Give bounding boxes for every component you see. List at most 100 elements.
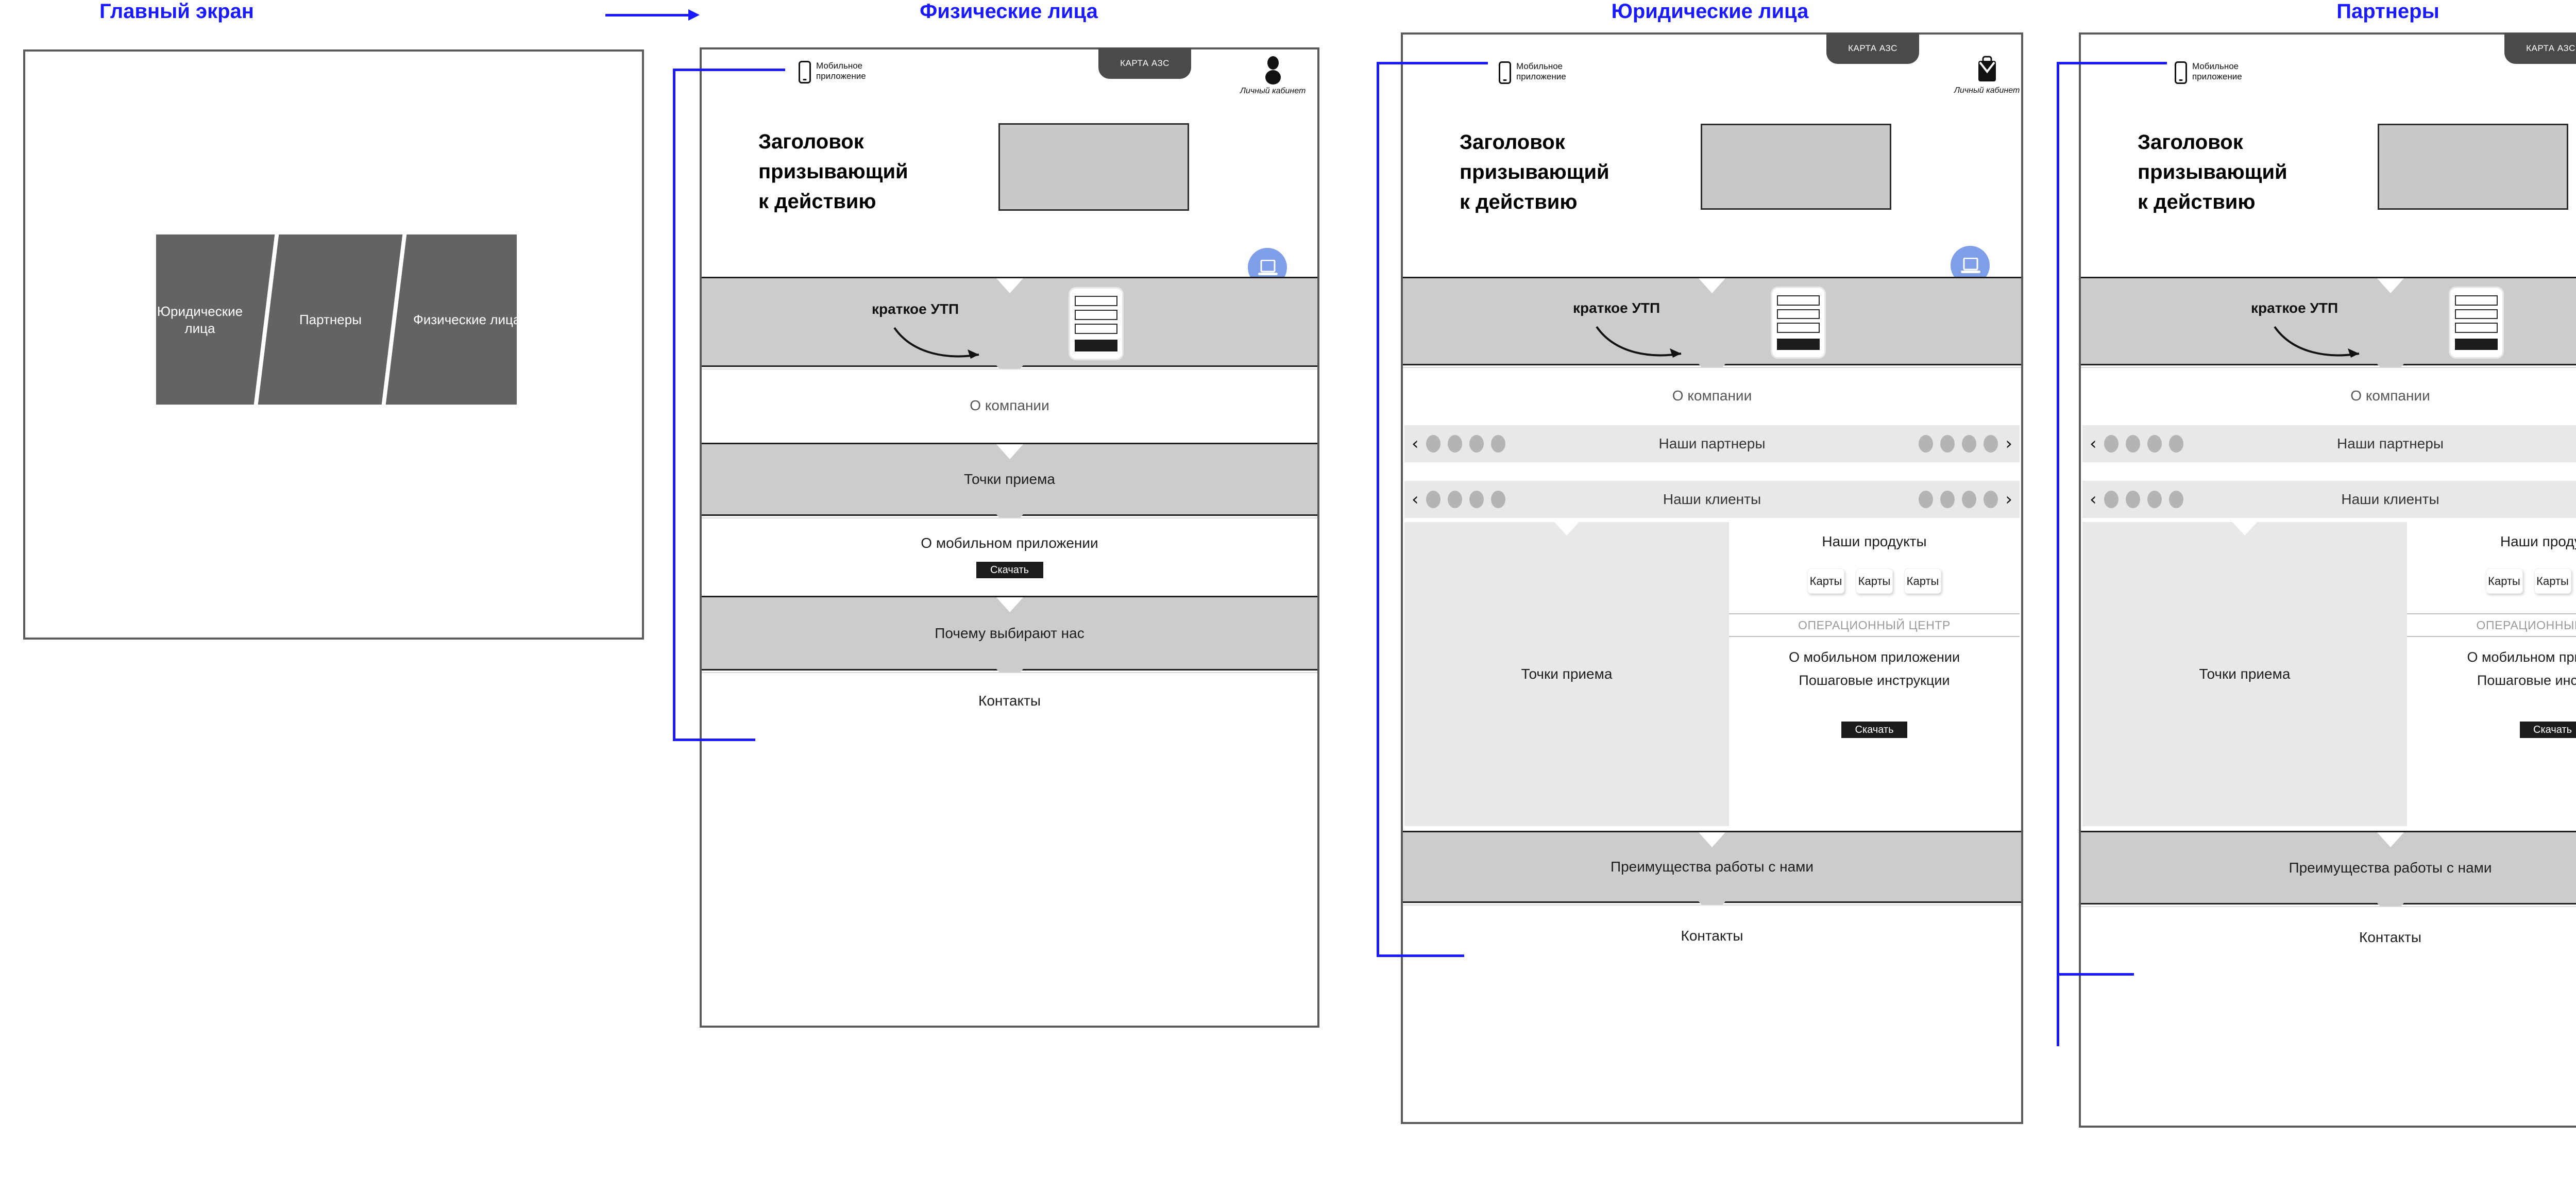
section-notch-top — [996, 597, 1023, 612]
products-panel: Наши продукты Карты Карты Карты ОПЕРАЦИО… — [2407, 522, 2576, 826]
section-advantages: Преимущества работы с нами — [1403, 831, 2021, 916]
hero-headline-line3: к действию — [1460, 191, 1578, 213]
carousel-prev-icon[interactable]: ‹ — [1412, 489, 1419, 510]
carousel-item[interactable] — [1962, 491, 1977, 508]
carousel-item[interactable] — [1490, 435, 1505, 452]
link-step-instructions[interactable]: Пошаговые инструкции — [1799, 673, 1950, 688]
hero-segment-legal[interactable]: Юридические лица — [156, 234, 278, 405]
carousel-item[interactable] — [1447, 435, 1462, 452]
personal-cabinet-link[interactable]: Личный кабинет — [1954, 54, 2020, 95]
product-card[interactable]: Карты — [1856, 568, 1893, 594]
carousel-prev-icon[interactable]: ‹ — [1412, 433, 1419, 454]
hero-headline-line1: Заголовок — [2138, 131, 2243, 154]
azs-card-tab[interactable]: КАРТА АЗС — [1098, 48, 1191, 79]
products-panel: Наши продукты Карты Карты Карты ОПЕРАЦИО… — [1729, 522, 2020, 826]
hero-segment-partners[interactable]: Партнеры — [255, 234, 405, 405]
product-card[interactable]: Карты — [2534, 568, 2571, 594]
carousel-partners: ‹ Наши партнеры › — [1404, 425, 2020, 462]
mobile-app-link[interactable]: Мобильное приложение — [1499, 61, 1566, 84]
section-advantages: Преимущества работы с нами — [2081, 831, 2576, 918]
azs-card-tab[interactable]: КАРТА АЗС — [1826, 33, 1919, 64]
carousel-item[interactable] — [1426, 491, 1440, 508]
twocol-block: Точки приема Наши продукты Карты Карты К… — [2082, 522, 2576, 826]
carousel-item[interactable] — [1919, 435, 1934, 452]
link-about-mobile-app[interactable]: О мобильном приложении — [2467, 649, 2576, 665]
product-card[interactable]: Карты — [1904, 568, 1941, 594]
connector-line-bottom — [673, 739, 755, 741]
twocol-block: Точки приема Наши продукты Карты Карты К… — [1404, 522, 2020, 826]
utp-label: краткое УТП — [872, 301, 959, 317]
section-label: Точки приема — [964, 471, 1055, 487]
carousel-item[interactable] — [2168, 491, 2183, 508]
curved-arrow-icon — [893, 327, 979, 359]
carousel-clients: ‹ Наши клиенты › — [1404, 481, 2020, 518]
carousel-next-icon[interactable]: › — [2005, 433, 2012, 454]
carousel-item[interactable] — [2147, 491, 2162, 508]
carousel-next-icon[interactable]: › — [2005, 489, 2012, 510]
section-contacts: Контакты — [702, 672, 1317, 729]
carousel-item[interactable] — [1469, 435, 1484, 452]
hero-segment-individuals[interactable]: Физические лица — [383, 234, 517, 405]
carousel-label: Наши партнеры — [1658, 435, 1766, 451]
carousel-item[interactable] — [1984, 491, 1998, 508]
carousel-item[interactable] — [2104, 435, 2119, 452]
mobile-app-link[interactable]: Мобильное приложение — [2175, 61, 2242, 84]
carousel-item[interactable] — [1984, 435, 1998, 452]
personal-cabinet-link[interactable]: Личный кабинет — [1240, 55, 1306, 96]
product-cards: Карты Карты Карты — [1807, 568, 1941, 594]
carousel-item[interactable] — [1490, 491, 1505, 508]
carousel-item[interactable] — [2147, 435, 2162, 452]
mobile-app-label-line2: приложение — [2192, 72, 2242, 82]
download-button[interactable]: Скачать — [1841, 722, 1907, 738]
section-label: Контакты — [2359, 929, 2421, 945]
phone-mockup — [1069, 287, 1124, 360]
carousel-item[interactable] — [1447, 491, 1462, 508]
product-card[interactable]: Карты — [2485, 568, 2523, 594]
hero-headline-line2: призывающий — [2138, 161, 2287, 183]
carousel-item[interactable] — [2168, 435, 2183, 452]
phone-icon — [1499, 61, 1511, 84]
carousel-item[interactable] — [1426, 435, 1440, 452]
mockup-input-row — [2455, 309, 2498, 320]
link-step-instructions[interactable]: Пошаговые инструкции — [2477, 673, 2576, 688]
pickup-points-panel[interactable]: Точки приема — [2082, 522, 2407, 826]
operation-center-banner[interactable]: ОПЕРАЦИОННЫЙ ЦЕНТР — [1729, 613, 2020, 637]
personal-cabinet-label: Личный кабинет — [1240, 87, 1306, 95]
carousel-item[interactable] — [1940, 435, 1955, 452]
carousel-item[interactable] — [1962, 435, 1977, 452]
curved-arrow-icon — [1596, 326, 1682, 358]
connector-line-bottom — [1377, 954, 1464, 957]
carousel-prev-icon[interactable]: ‹ — [2090, 433, 2097, 454]
download-button[interactable]: Скачать — [2519, 722, 2576, 738]
section-about: О компании — [702, 368, 1317, 456]
carousel-item[interactable] — [1940, 491, 1955, 508]
connector-line-top — [1377, 62, 1488, 64]
pickup-points-panel[interactable]: Точки приема — [1404, 522, 1729, 826]
carousel-item[interactable] — [1919, 491, 1934, 508]
section-about: О компании — [1403, 367, 2021, 424]
panel-frame-partners: Мобильное приложение КАРТА АЗС Личный ка… — [2079, 32, 2576, 1128]
carousel-item[interactable] — [2104, 491, 2119, 508]
operation-center-banner[interactable]: ОПЕРАЦИОННЫЙ ЦЕНТР — [2407, 613, 2576, 637]
hero-segment-label: Юридические лица — [157, 303, 243, 336]
section-about-mobile-app: О мобильном приложении Скачать — [702, 517, 1317, 610]
carousel-item[interactable] — [2125, 435, 2140, 452]
section-label: Преимущества работы с нами — [1610, 859, 1814, 875]
mobile-app-label-line1: Мобильное — [1516, 61, 1563, 71]
carousel-item[interactable] — [2125, 491, 2140, 508]
section-contacts: Контакты — [1403, 904, 2021, 966]
carousel-item[interactable] — [1469, 491, 1484, 508]
carousel-prev-icon[interactable]: ‹ — [2090, 489, 2097, 510]
azs-card-tab[interactable]: КАРТА АЗС — [2504, 33, 2576, 64]
mobile-app-link[interactable]: Мобильное приложение — [799, 61, 866, 83]
phone-mockup — [2449, 287, 2504, 359]
laptop-icon — [1258, 259, 1278, 275]
product-card[interactable]: Карты — [1807, 568, 1844, 594]
panel-title-individuals: Физические лица — [920, 0, 1098, 23]
section-label: О мобильном приложении — [921, 535, 1098, 551]
link-about-mobile-app[interactable]: О мобильном приложении — [1788, 649, 1960, 665]
connector-line-top — [2057, 62, 2167, 64]
connector-line-top — [673, 69, 785, 71]
download-button[interactable]: Скачать — [976, 562, 1043, 578]
